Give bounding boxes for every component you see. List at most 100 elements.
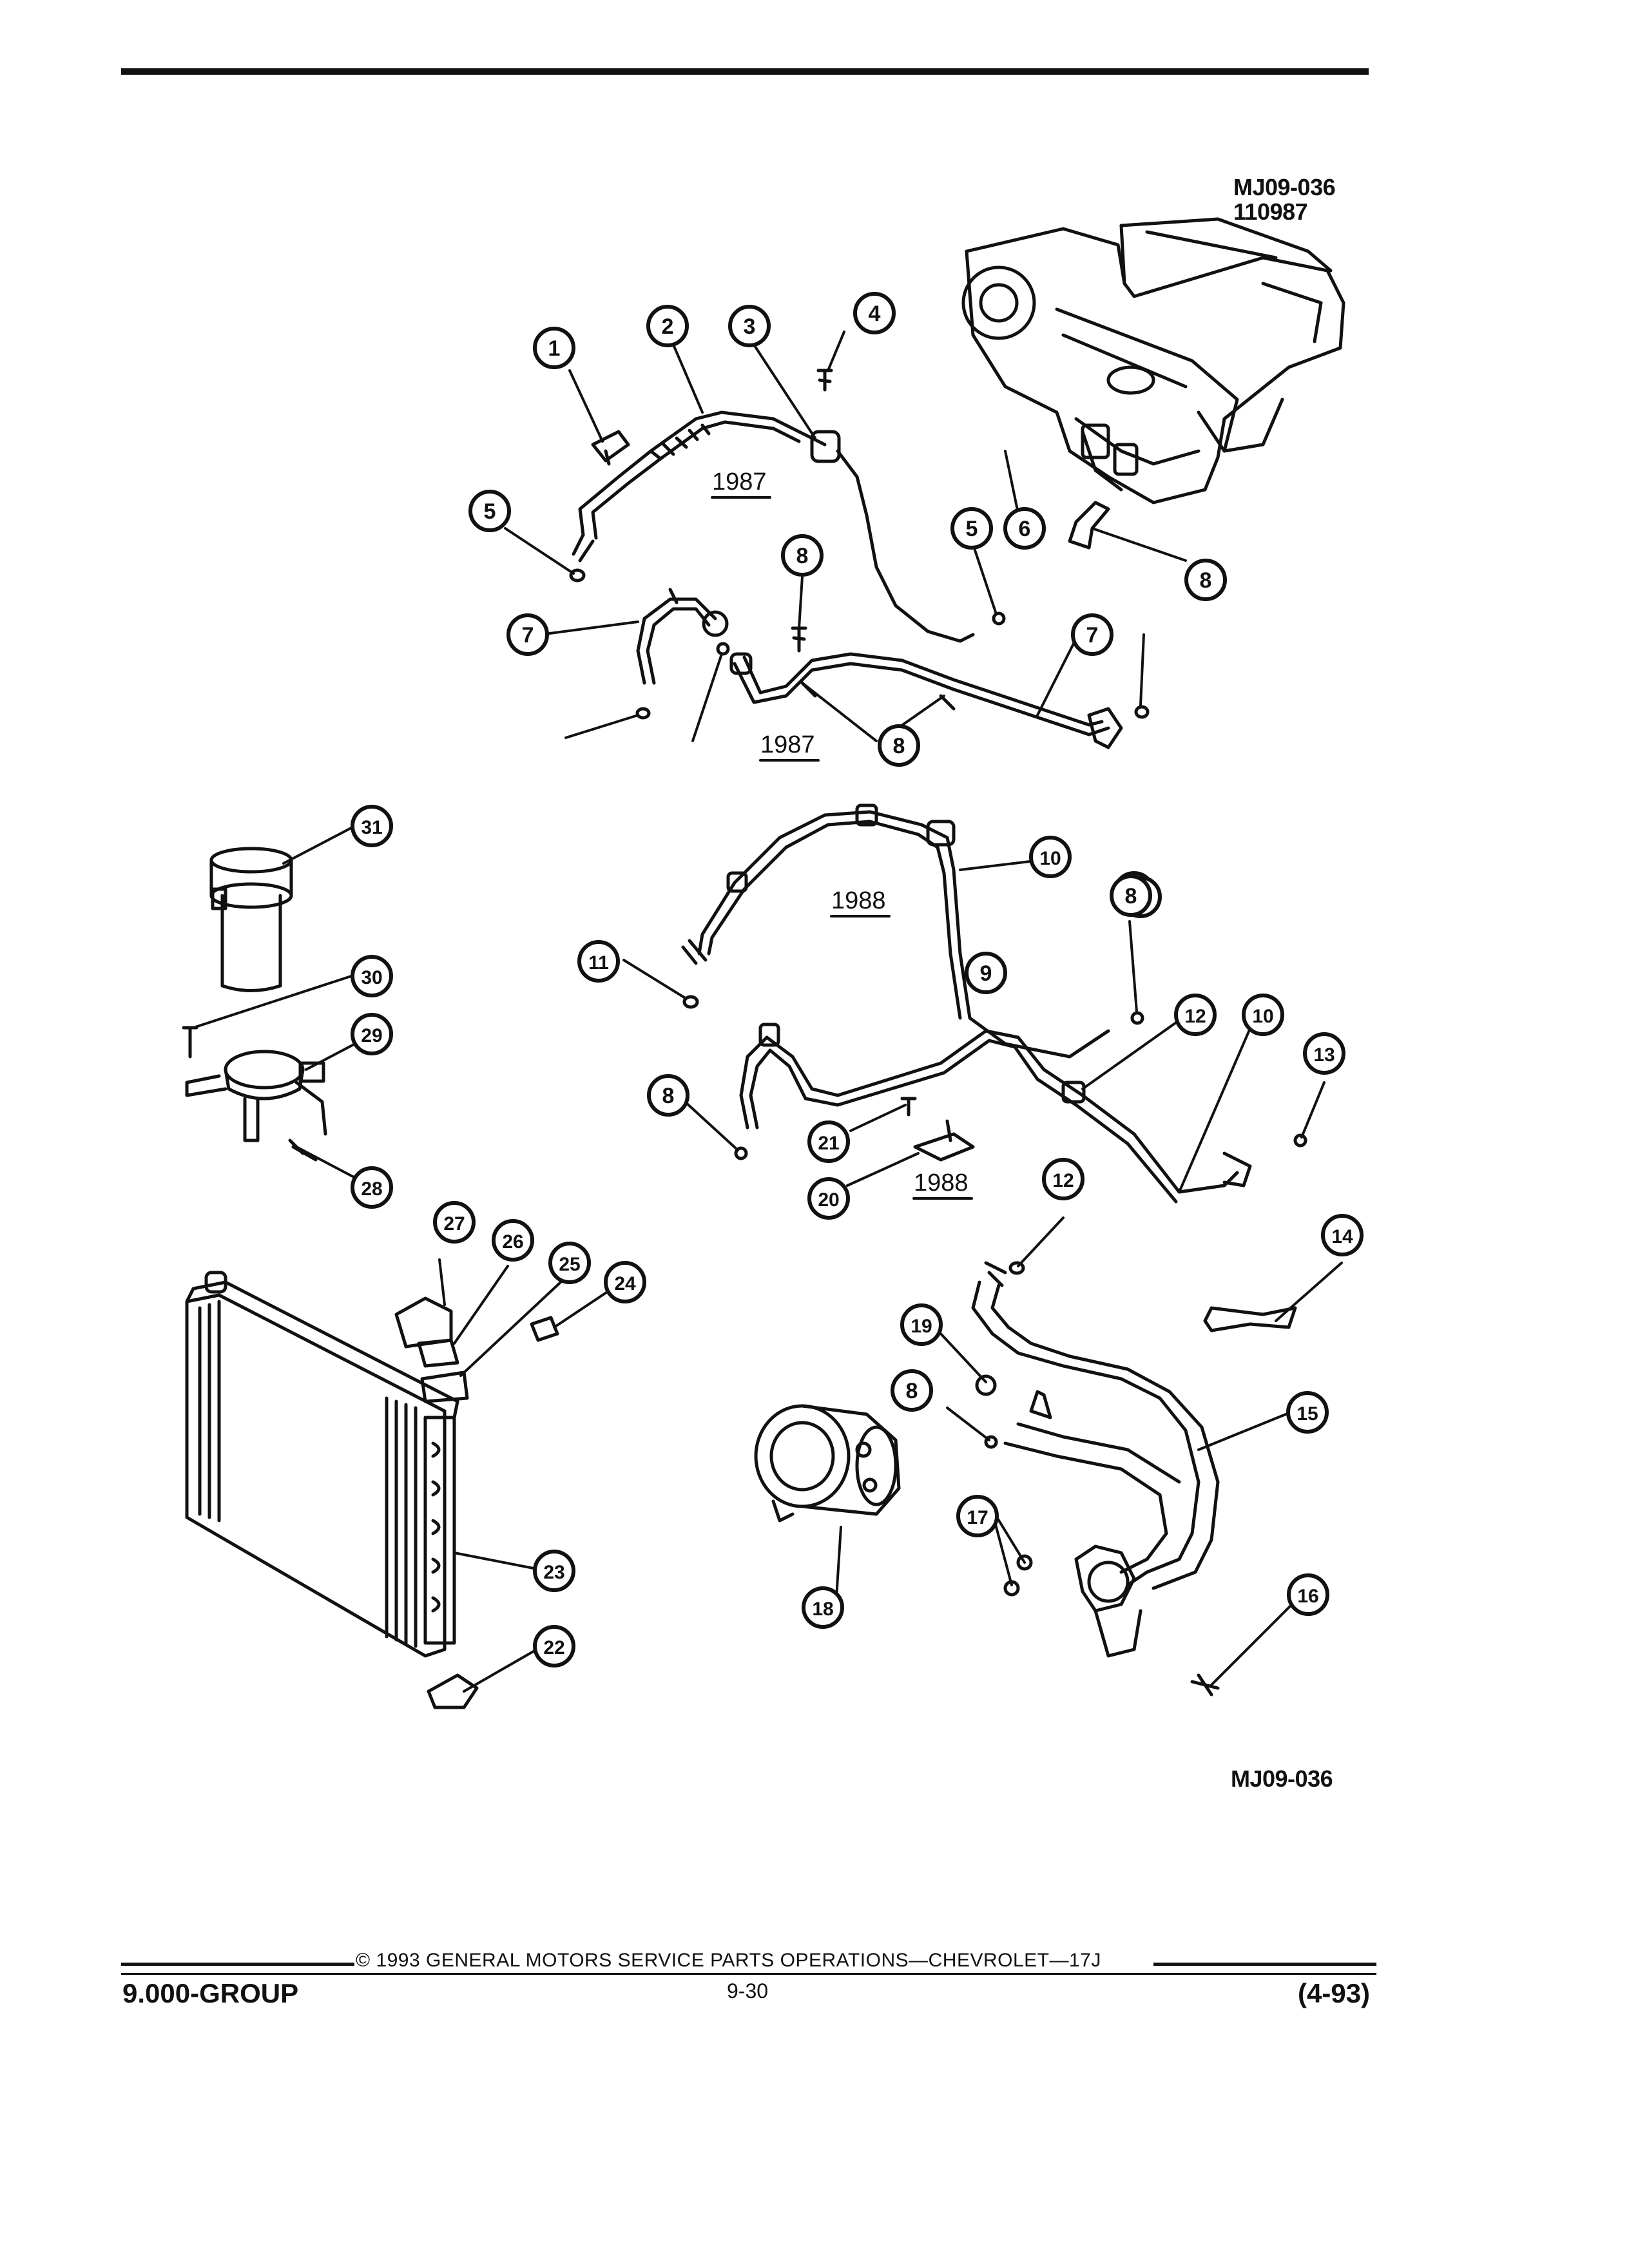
callout-number: 10 — [1252, 1006, 1273, 1027]
o-ring-8a — [635, 707, 651, 720]
callout-16: 16 — [1287, 1573, 1329, 1616]
bolt-32 — [791, 626, 807, 653]
bolt-16 — [1190, 1673, 1220, 1696]
callout-30: 30 — [351, 955, 393, 997]
o-ring-12a — [682, 995, 699, 1009]
callout-number: 5 — [484, 499, 496, 524]
callout-circle — [577, 940, 620, 983]
callout-number: 15 — [1296, 1403, 1318, 1425]
callout-circle — [1071, 613, 1113, 656]
callout-circle — [781, 534, 824, 577]
callout-circle — [878, 724, 920, 767]
callout-circle — [533, 1625, 575, 1667]
callout-8: 8 — [781, 534, 824, 577]
callout-4: 4 — [853, 292, 896, 334]
callout-number: 7 — [522, 623, 534, 648]
year-label: 1987 — [712, 468, 767, 495]
ac-pipe-1988-upper — [681, 803, 1110, 1059]
figure-code-bottom: MJ09-036 — [1231, 1765, 1333, 1792]
pipe-bracket-20 — [913, 1119, 975, 1162]
callout-circle — [1242, 994, 1284, 1036]
callout-circle — [433, 1201, 476, 1244]
callout-circle — [351, 805, 393, 847]
callout-22: 22 — [533, 1625, 575, 1667]
callout-17: 17 — [956, 1495, 999, 1537]
callout-number: 7 — [1086, 623, 1099, 648]
seal-26 — [417, 1338, 459, 1368]
callout-circle — [891, 1369, 933, 1412]
callout-circle — [351, 1166, 393, 1209]
callout-14: 14 — [1321, 1214, 1364, 1256]
callout-10: 10 — [1029, 836, 1072, 878]
callout-number: 29 — [361, 1025, 382, 1046]
callout-circle — [506, 613, 549, 656]
callout-20: 20 — [807, 1177, 850, 1220]
callout-5: 5 — [468, 490, 511, 532]
callout-5: 5 — [950, 507, 993, 550]
callout-number: 8 — [906, 1379, 918, 1403]
callout-circle — [1174, 994, 1217, 1036]
callout-21: 21 — [807, 1120, 850, 1163]
ac-pipe-1988-lower — [739, 1023, 1252, 1204]
callout-circle — [1110, 874, 1152, 917]
callout-24: 24 — [604, 1261, 646, 1303]
bolt-21 — [900, 1097, 917, 1117]
callout-number: 28 — [361, 1178, 382, 1200]
callout-circle — [900, 1303, 943, 1346]
callout-number: 20 — [818, 1189, 839, 1211]
callout-15: 15 — [1286, 1391, 1329, 1434]
callout-number: 26 — [502, 1231, 523, 1253]
bolt-4 — [816, 369, 833, 392]
callout-number: 1 — [548, 336, 561, 361]
hvac-evaporator-module — [961, 217, 1345, 505]
o-ring-12c — [1008, 1261, 1025, 1275]
callout-number: 27 — [443, 1213, 465, 1235]
callout-circle — [533, 327, 575, 369]
callout-circle — [1029, 836, 1072, 878]
callout-11: 11 — [577, 940, 620, 983]
o-ring-8b — [716, 642, 730, 656]
callout-circle — [1303, 1032, 1345, 1075]
callout-circle — [1321, 1214, 1364, 1256]
callout-circle — [647, 1074, 689, 1117]
year-label: 1988 — [831, 887, 886, 914]
o-ring-8d — [734, 1146, 748, 1160]
o-ring-8c — [1134, 705, 1150, 719]
callout-9: 9 — [965, 952, 1007, 994]
callout-12: 12 — [1174, 994, 1217, 1036]
callout-circle — [956, 1495, 999, 1537]
callout-number: 24 — [614, 1273, 636, 1294]
callout-number: 10 — [1039, 848, 1061, 869]
hose-clamp-1 — [591, 430, 630, 466]
callout-circle — [533, 1550, 575, 1592]
callout-number: 8 — [893, 734, 905, 758]
callout-number: 6 — [1019, 517, 1031, 541]
callout-18: 18 — [802, 1586, 844, 1629]
callout-8: 8 — [647, 1074, 689, 1117]
callout-10: 10 — [1242, 994, 1284, 1036]
o-ring-12b — [1130, 1011, 1144, 1025]
screw-30 — [182, 1026, 198, 1059]
callout-7: 7 — [506, 613, 549, 656]
o-ring-8f — [984, 1435, 998, 1449]
callout-29: 29 — [351, 1013, 393, 1055]
callout-circle — [807, 1177, 850, 1220]
callout-circle — [468, 490, 511, 532]
callout-28: 28 — [351, 1166, 393, 1209]
hose-bracket-14 — [1203, 1306, 1297, 1332]
ac-pipe-1987-left — [636, 588, 729, 685]
callout-circle — [1042, 1158, 1084, 1200]
seal-25 — [420, 1370, 469, 1403]
callout-7: 7 — [1071, 613, 1113, 656]
callout-layer: 1234556778889103231302928111212101388212… — [351, 292, 1364, 1667]
callout-19: 19 — [900, 1303, 943, 1346]
ac-compressor — [754, 1404, 901, 1523]
callout-number: 12 — [1184, 1006, 1206, 1027]
ac-hose-assembly-15 — [971, 1261, 1220, 1658]
callout-number: 4 — [869, 302, 881, 326]
callout-number: 17 — [967, 1507, 988, 1528]
callout-number: 30 — [361, 967, 382, 988]
receiver-bracket — [185, 1050, 327, 1142]
